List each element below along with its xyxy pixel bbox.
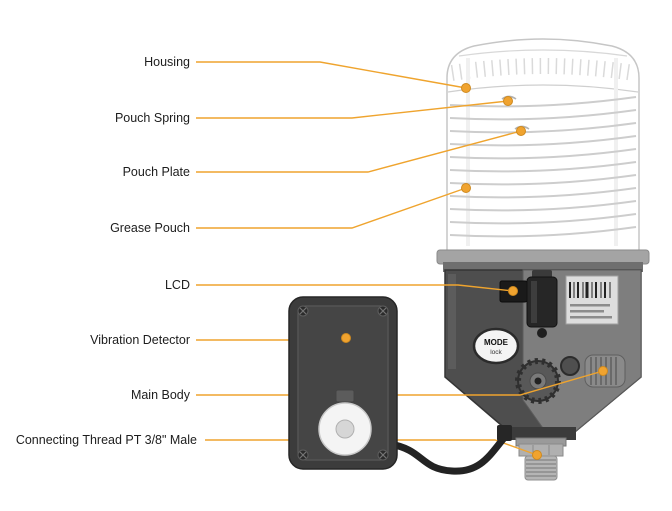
- motor-shaft: [537, 328, 547, 338]
- label-vibration-detector: Vibration Detector: [90, 333, 190, 347]
- body-collar: [436, 249, 650, 265]
- dot-lcd: [508, 286, 518, 296]
- motor-highlight: [531, 281, 537, 323]
- body-neck: [506, 427, 576, 440]
- mode-button-label: MODE: [484, 338, 509, 347]
- dot-housing: [461, 83, 471, 93]
- power-cable: [386, 434, 508, 475]
- leader-pouch-plate: [196, 130, 522, 173]
- body-highlight: [448, 274, 456, 369]
- drive-gear-teeth: [515, 358, 561, 404]
- vibration-detector-assembly: [288, 296, 512, 475]
- housing-dome: [446, 38, 640, 255]
- label-grease-pouch: Grease Pouch: [110, 221, 190, 235]
- detector-screw: [297, 449, 309, 461]
- dot-pouch-spring: [503, 96, 513, 106]
- detector-screw: [377, 305, 389, 317]
- label-main-body: Main Body: [130, 388, 190, 402]
- thread-ridges: [526, 459, 556, 477]
- dot-vibration-detector: [341, 333, 351, 343]
- label-text-lines: [570, 304, 612, 319]
- leader-pouch-spring: [196, 100, 509, 119]
- detector-screw: [297, 305, 309, 317]
- label-lcd: LCD: [164, 278, 190, 292]
- mode-button-sublabel: lock: [490, 349, 502, 356]
- feed-screw-threads: [590, 357, 617, 385]
- barcode: [569, 282, 611, 298]
- drive-gear-bolt: [534, 377, 542, 385]
- label-housing: Housing: [144, 55, 190, 69]
- detector-tab: [335, 389, 355, 403]
- pouch-spring-coils: [449, 96, 637, 238]
- dot-grease-pouch: [461, 183, 471, 193]
- dome-rib-ticks: [450, 58, 636, 81]
- body-collar-lower: [443, 262, 643, 272]
- cable-connector: [497, 425, 512, 441]
- dot-main-body: [598, 366, 608, 376]
- detector-screw: [377, 449, 389, 461]
- detector-screws: [297, 305, 389, 461]
- mode-button: MODE lock: [472, 327, 520, 365]
- idler-gear: [560, 356, 580, 376]
- pointer-dots: [341, 83, 608, 460]
- leader-grease-pouch: [196, 187, 467, 229]
- dot-connecting-thread: [532, 450, 542, 460]
- leader-lcd: [196, 284, 514, 292]
- dot-pouch-plate: [516, 126, 526, 136]
- detector-grommet-center: [335, 419, 355, 439]
- label-pouch-spring: Pouch Spring: [114, 111, 190, 125]
- dome-rib: [458, 49, 628, 57]
- label-pouch-plate: Pouch Plate: [122, 165, 190, 179]
- label-connecting-thread: Connecting Thread PT 3/8" Male: [15, 433, 197, 447]
- leader-housing: [196, 61, 467, 89]
